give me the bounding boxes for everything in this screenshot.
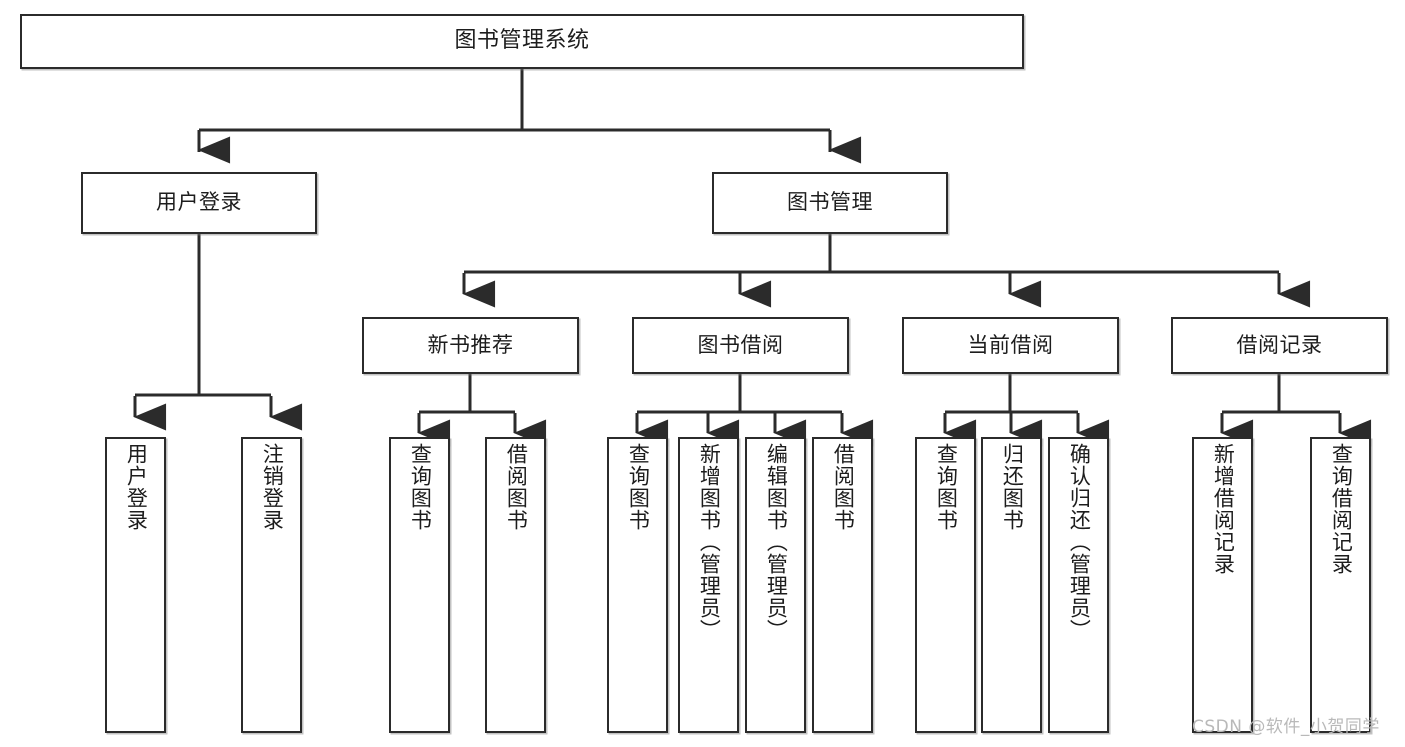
node-borrow-record[interactable]: 借阅记录 [1171,317,1388,374]
node-leaf-add-record[interactable]: 新增借阅记录 [1192,437,1253,733]
node-label: 查询图书 [626,443,651,531]
node-label: 用户登录 [156,190,242,215]
node-label: 查询图书 [934,443,959,531]
node-label: 查询图书 [408,443,433,531]
node-leaf-borrow-book-1[interactable]: 借阅图书 [485,437,546,733]
node-label: 借阅图书 [504,443,529,531]
node-book-borrow[interactable]: 图书借阅 [632,317,849,374]
node-label: 借阅记录 [1236,332,1323,357]
node-leaf-query-book-3[interactable]: 查询图书 [915,437,976,733]
node-new-book-recommend[interactable]: 新书推荐 [362,317,579,374]
node-label: 新书推荐 [427,332,514,357]
node-label: 编辑图书（管理员） [764,443,789,641]
node-user-login[interactable]: 用户登录 [81,172,317,234]
node-label: 图书借阅 [697,332,784,357]
node-label: 借阅图书 [831,443,856,531]
node-label: 新增图书（管理员） [697,443,722,641]
node-label: 新增借阅记录 [1211,443,1236,575]
node-leaf-return-book[interactable]: 归还图书 [981,437,1042,733]
node-leaf-query-book-1[interactable]: 查询图书 [389,437,450,733]
node-label: 当前借阅 [967,332,1054,357]
node-label: 确认归还（管理员） [1067,443,1092,641]
node-label: 图书管理系统 [454,28,590,54]
node-label: 用户登录 [124,443,149,531]
node-leaf-query-record[interactable]: 查询借阅记录 [1310,437,1371,733]
node-label: 注销登录 [260,443,285,531]
node-leaf-edit-book[interactable]: 编辑图书（管理员） [745,437,806,733]
node-label: 图书管理 [787,190,873,215]
node-leaf-borrow-book-2[interactable]: 借阅图书 [812,437,873,733]
node-label: 归还图书 [1000,443,1025,531]
node-leaf-user-login[interactable]: 用户登录 [105,437,166,733]
node-book-management[interactable]: 图书管理 [712,172,948,234]
node-leaf-add-book[interactable]: 新增图书（管理员） [678,437,739,733]
node-book-management-system[interactable]: 图书管理系统 [20,14,1024,69]
node-leaf-logout-login[interactable]: 注销登录 [241,437,302,733]
node-leaf-confirm-return[interactable]: 确认归还（管理员） [1048,437,1109,733]
node-leaf-query-book-2[interactable]: 查询图书 [607,437,668,733]
node-current-borrow[interactable]: 当前借阅 [902,317,1119,374]
node-label: 查询借阅记录 [1329,443,1354,575]
